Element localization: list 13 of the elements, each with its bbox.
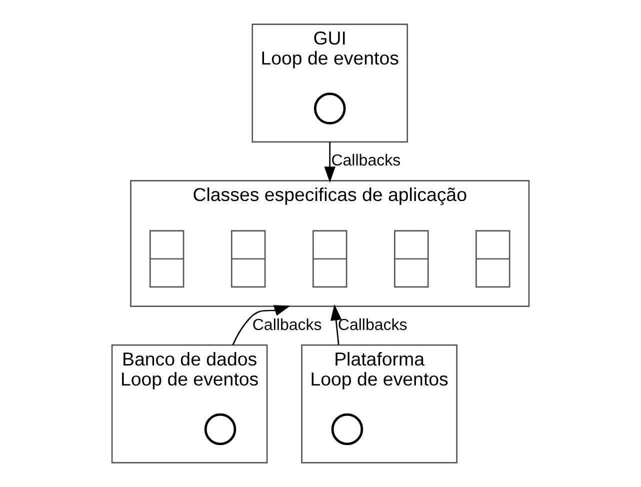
edge-label: Callbacks [252,316,322,334]
edge-label: Callbacks [331,151,401,170]
cluster: Classes especificas de aplicação [130,180,530,307]
cluster: Plataforma Loop de eventos [301,344,458,464]
cluster: Banco de dados Loop de eventos [111,344,268,464]
node-circle [204,413,236,446]
cluster: GUI Loop de eventos [252,24,408,143]
node-circle [331,413,364,446]
arrow [232,305,290,346]
node-circle [314,92,346,124]
edge-label: Callbacks [338,316,408,334]
arrow [324,142,336,183]
arrow [330,304,342,346]
